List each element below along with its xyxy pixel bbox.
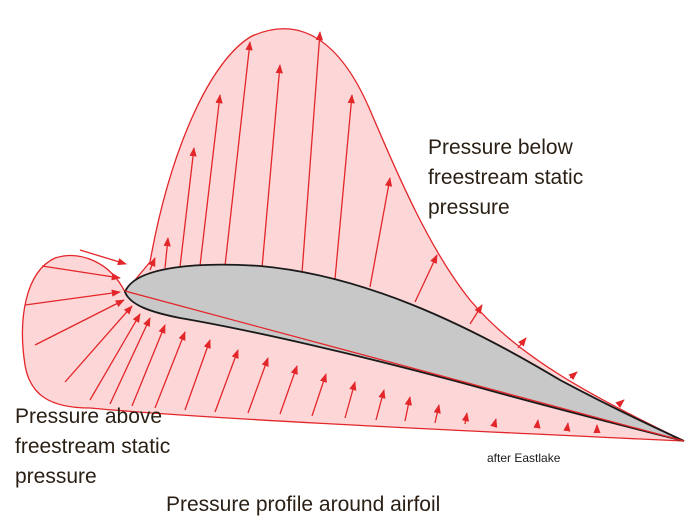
label-pressure-below: Pressure below freestream static pressur…: [428, 136, 589, 219]
lower-arrow: [344, 381, 357, 419]
lower-arrow: [461, 412, 470, 425]
lower-arrow: [311, 373, 327, 417]
lower-arrow: [154, 331, 186, 409]
lower-arrow: [184, 339, 211, 411]
upper-arrow: [469, 304, 483, 325]
lower-arrow: [404, 396, 412, 422]
attribution: after Eastlake: [487, 451, 561, 465]
lower-arrow: [247, 357, 269, 414]
upper-arrow: [301, 31, 324, 274]
le-arrow: [79, 249, 127, 266]
label-pressure-above: Pressure above freestream static pressur…: [15, 405, 176, 488]
upper-arrow: [179, 147, 197, 268]
upper-arrow: [369, 177, 393, 288]
lower-arrow: [279, 365, 298, 415]
upper-arrow: [414, 254, 438, 303]
upper-arrow: [568, 371, 578, 381]
caption: Pressure profile around airfoil: [166, 493, 440, 516]
leading-edge-arrows: [24, 249, 141, 401]
upper-arrow: [615, 399, 625, 409]
upper-arrow: [517, 337, 527, 349]
lower-arrow: [433, 404, 441, 424]
lower-arrow: [109, 317, 151, 405]
lower-arrows: [109, 317, 601, 434]
chord-line: [124, 290, 685, 442]
le-arrow: [41, 265, 121, 281]
upper-arrow: [148, 257, 156, 271]
lower-arrow: [375, 389, 386, 421]
lower-arrow: [533, 419, 541, 429]
le-arrow: [24, 289, 121, 306]
lower-arrow: [214, 349, 239, 413]
upper-arrow: [261, 64, 283, 269]
upper-arrow: [224, 41, 253, 267]
upper-arrows: [148, 31, 625, 409]
upper-arrow: [199, 94, 223, 267]
lower-arrow: [131, 324, 166, 407]
le-arrow: [34, 299, 125, 346]
lower-arrow: [563, 422, 571, 432]
upper-pressure-envelope: [123, 28, 685, 442]
le-arrow: [64, 305, 133, 383]
upper-arrow: [163, 237, 171, 269]
upper-arrow: [334, 94, 355, 280]
le-arrow: [89, 313, 141, 401]
lower-arrow: [490, 418, 498, 428]
